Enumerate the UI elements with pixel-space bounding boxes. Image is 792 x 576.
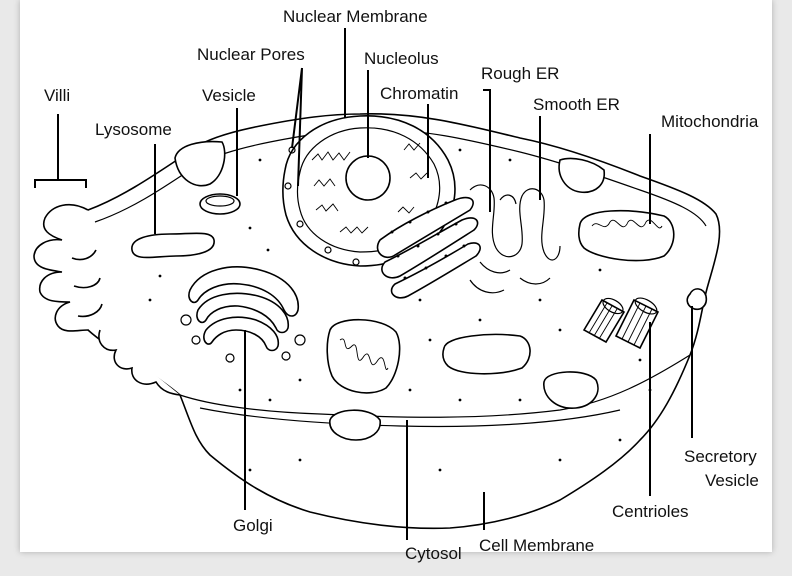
membrane-pocket-lower bbox=[329, 409, 381, 441]
golgi-stack bbox=[188, 266, 300, 317]
label-golgi: Golgi bbox=[233, 516, 273, 535]
labels: Nuclear Membrane Nuclear Pores Nucleolus… bbox=[44, 7, 759, 563]
chromatin-strands bbox=[311, 142, 428, 234]
rough-er-cisterna bbox=[381, 217, 479, 279]
mitochondrion bbox=[578, 209, 675, 262]
villi-bracket bbox=[34, 114, 87, 188]
villi-folds-2 bbox=[98, 329, 181, 396]
golgi-vesicle bbox=[225, 353, 235, 363]
vesicle-inner bbox=[205, 195, 235, 207]
rough-er-cisterna bbox=[376, 196, 474, 259]
label-villi: Villi bbox=[44, 86, 70, 105]
label-secretory-vesicle: Vesicle bbox=[705, 471, 759, 490]
label-nuclear-membrane: Nuclear Membrane bbox=[283, 7, 428, 26]
golgi-stack bbox=[196, 292, 289, 334]
villi-folds bbox=[33, 203, 103, 332]
secretory-vesicle bbox=[686, 288, 708, 311]
smooth-er-tubules bbox=[469, 184, 561, 294]
villi bbox=[33, 203, 181, 396]
lysosome bbox=[131, 232, 215, 259]
smooth-er bbox=[469, 184, 561, 294]
cell-front-edge-inner bbox=[199, 407, 621, 428]
nuclear-pore bbox=[352, 258, 360, 266]
label-lysosome: Lysosome bbox=[95, 120, 172, 139]
golgi bbox=[180, 266, 306, 363]
nuclear-pores-leader bbox=[291, 67, 303, 187]
label-nucleolus: Nucleolus bbox=[364, 49, 439, 68]
golgi-vesicle bbox=[281, 351, 291, 361]
label-mitochondria: Mitochondria bbox=[661, 112, 759, 131]
golgi-vesicle bbox=[294, 334, 306, 346]
cell-front-edge bbox=[179, 354, 691, 418]
label-cytosol: Cytosol bbox=[405, 544, 462, 563]
nuclear-pore bbox=[296, 220, 304, 228]
label-cell-membrane: Cell Membrane bbox=[479, 536, 594, 555]
membrane-pocket bbox=[174, 140, 226, 187]
golgi-stack bbox=[203, 316, 280, 352]
membrane-pocket bbox=[558, 157, 605, 194]
label-secretory: Secretory bbox=[684, 447, 757, 466]
mitochondrion bbox=[442, 333, 531, 375]
nucleolus bbox=[345, 155, 391, 201]
label-smooth-er: Smooth ER bbox=[533, 95, 620, 114]
rough-er-cisterna bbox=[390, 242, 481, 299]
label-chromatin: Chromatin bbox=[380, 84, 458, 103]
rough-er-leader bbox=[483, 89, 491, 212]
ribosomes bbox=[390, 201, 466, 280]
nuclear-pore bbox=[324, 246, 332, 254]
rough-er bbox=[376, 196, 481, 299]
vesicle bbox=[199, 193, 241, 215]
label-nuclear-pores: Nuclear Pores bbox=[197, 45, 305, 64]
label-centrioles: Centrioles bbox=[612, 502, 689, 521]
centrioles bbox=[582, 297, 660, 350]
golgi-vesicle bbox=[180, 314, 192, 326]
nuclear-pore bbox=[284, 182, 292, 190]
cytosol-speckles bbox=[148, 148, 652, 472]
golgi-vesicle bbox=[191, 335, 201, 345]
leader-lines bbox=[34, 28, 693, 540]
label-rough-er: Rough ER bbox=[481, 64, 559, 83]
label-vesicle: Vesicle bbox=[202, 86, 256, 105]
vesicle-lower bbox=[543, 371, 599, 409]
mitochondrion bbox=[326, 318, 401, 394]
